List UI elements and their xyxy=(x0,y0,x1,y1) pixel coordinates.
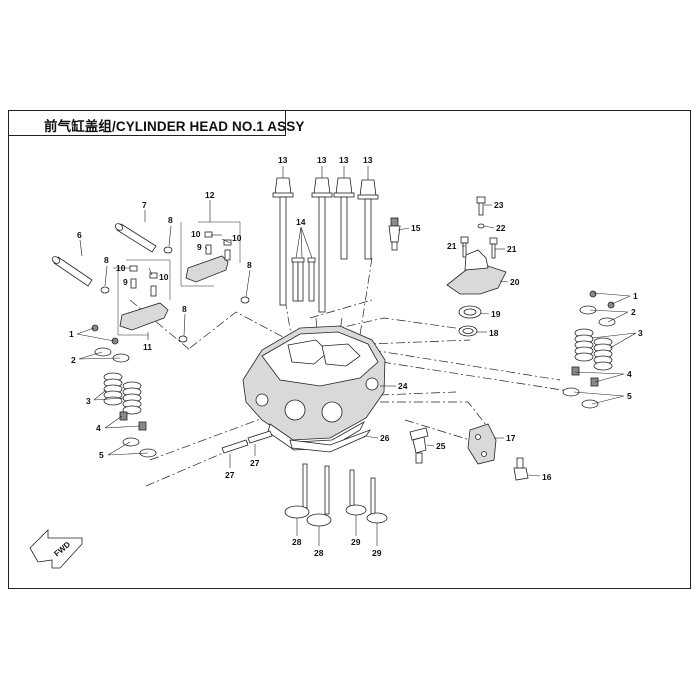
callout-8: 8 xyxy=(104,255,109,265)
dowel-pins-27 xyxy=(221,430,273,454)
o-rings-8 xyxy=(100,246,250,343)
title-box xyxy=(8,110,286,136)
callout-8: 8 xyxy=(182,304,187,314)
forward-direction-arrow: FWD xyxy=(29,529,83,569)
callout-5: 5 xyxy=(99,450,104,460)
callout-29: 29 xyxy=(351,537,361,547)
callout-12: 12 xyxy=(205,190,215,200)
callout-5: 5 xyxy=(627,391,632,401)
callout-28: 28 xyxy=(314,548,324,558)
temperature-sensor-15 xyxy=(388,217,401,251)
callout-16: 16 xyxy=(542,472,552,482)
callout-19: 19 xyxy=(491,309,501,319)
head-bolts-13 xyxy=(272,177,379,313)
callout-3: 3 xyxy=(86,396,91,406)
callout-27: 27 xyxy=(225,470,235,480)
callout-28: 28 xyxy=(292,537,302,547)
rocker-arm-group-12 xyxy=(180,221,241,287)
valves-28-29 xyxy=(284,463,388,527)
callout-17: 17 xyxy=(506,433,516,443)
callout-6: 6 xyxy=(77,230,82,240)
callout-15: 15 xyxy=(411,223,421,233)
callout-4: 4 xyxy=(96,423,101,433)
cylinder-head-24 xyxy=(242,325,386,451)
callout-20: 20 xyxy=(510,277,520,287)
callout-9: 9 xyxy=(123,277,128,287)
callout-9: 9 xyxy=(197,242,202,252)
callout-13: 13 xyxy=(317,155,327,165)
callout-8: 8 xyxy=(168,215,173,225)
callout-10: 10 xyxy=(191,229,201,239)
callout-10: 10 xyxy=(159,272,169,282)
rocker-arm-group-11 xyxy=(117,259,171,336)
callout-7: 7 xyxy=(142,200,147,210)
callout-4: 4 xyxy=(627,369,632,379)
callout-13: 13 xyxy=(363,155,373,165)
callout-25: 25 xyxy=(436,441,446,451)
page-title: 前气缸盖组/CYLINDER HEAD NO.1 ASSY xyxy=(44,119,305,134)
leader-lines xyxy=(76,166,637,546)
callout-27: 27 xyxy=(250,458,260,468)
callout-1: 1 xyxy=(69,329,74,339)
callout-29: 29 xyxy=(372,548,382,558)
callout-1: 1 xyxy=(633,291,638,301)
callout-3: 3 xyxy=(638,328,643,338)
bolt-16 xyxy=(513,457,529,481)
studs-14 xyxy=(291,257,316,302)
callout-labels: 13 13 13 13 14 15 12 7 8 8 8 8 6 10 10 1… xyxy=(69,155,643,558)
pushrod-tube-7 xyxy=(114,223,157,253)
callout-22: 22 xyxy=(496,223,506,233)
callout-2: 2 xyxy=(631,307,636,317)
callout-13: 13 xyxy=(339,155,349,165)
callout-26: 26 xyxy=(380,433,390,443)
callout-2: 2 xyxy=(71,355,76,365)
callout-10: 10 xyxy=(232,233,242,243)
callout-18: 18 xyxy=(489,328,499,338)
callout-13: 13 xyxy=(278,155,288,165)
valve-spring-set-right xyxy=(562,290,616,409)
callout-21: 21 xyxy=(507,244,517,254)
callout-8: 8 xyxy=(247,260,252,270)
bracket-17 xyxy=(467,423,497,465)
callout-10: 10 xyxy=(116,263,126,273)
callout-23: 23 xyxy=(494,200,504,210)
callout-24: 24 xyxy=(398,381,408,391)
spark-plug-25 xyxy=(409,427,429,464)
callout-21: 21 xyxy=(447,241,457,251)
pushrod-tube-6 xyxy=(51,256,93,287)
callout-14: 14 xyxy=(296,217,306,227)
callout-11: 11 xyxy=(143,342,152,352)
thermostat-housing-group xyxy=(446,196,507,337)
diagram-frame xyxy=(8,110,691,589)
